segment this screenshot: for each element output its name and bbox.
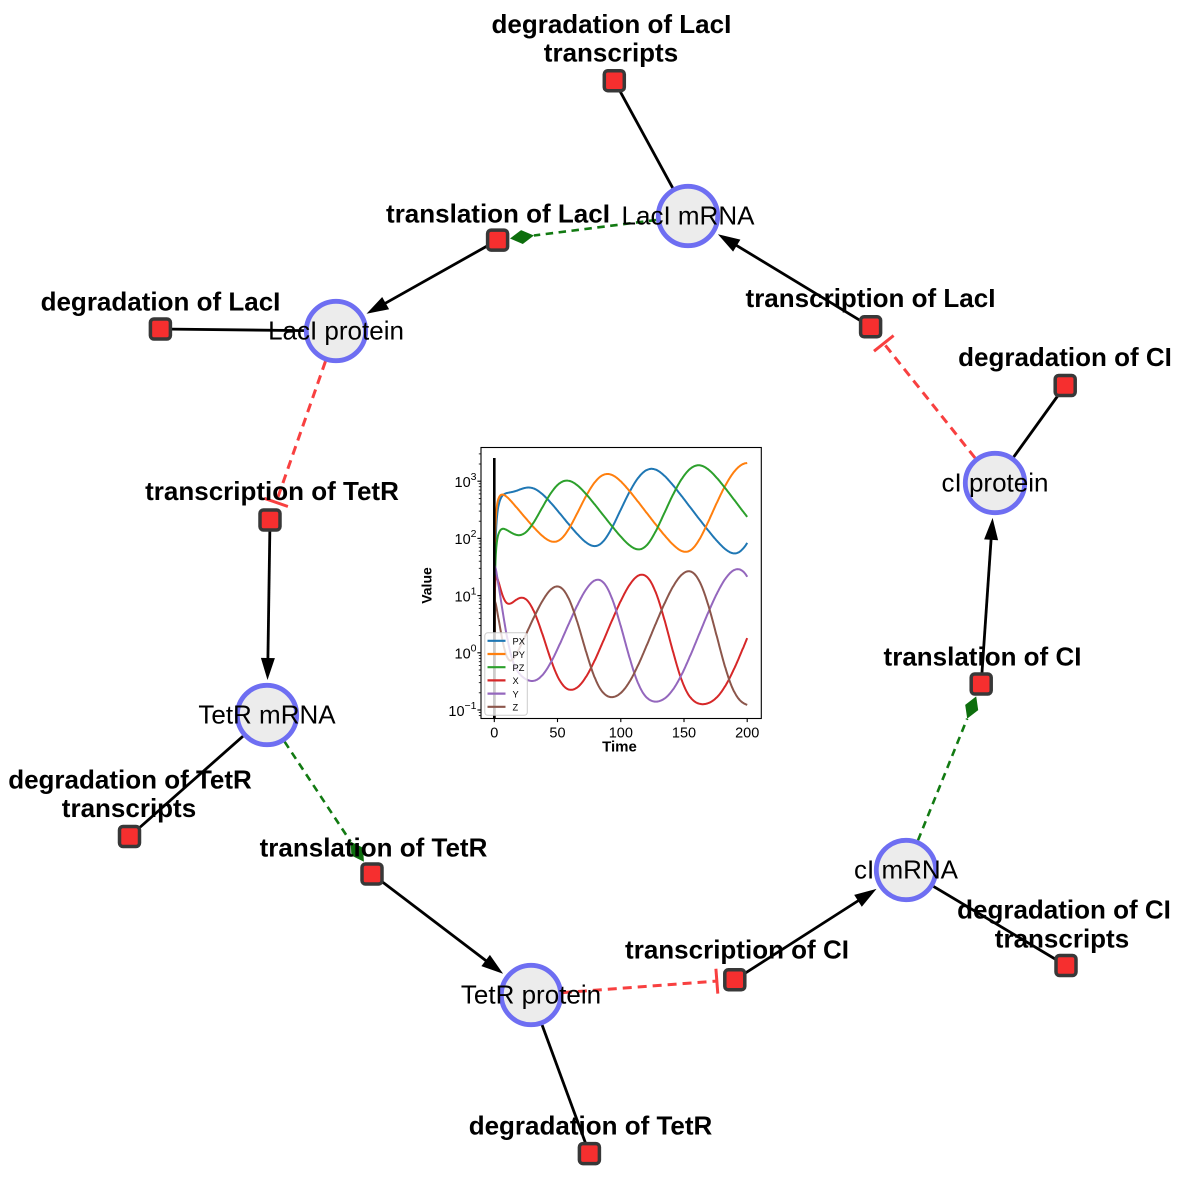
svg-text:degradation of CI: degradation of CI xyxy=(957,894,1171,924)
svg-text:degradation of TetR: degradation of TetR xyxy=(469,1111,713,1141)
svg-text:PY: PY xyxy=(513,650,525,660)
svg-text:transcripts: transcripts xyxy=(995,924,1129,954)
svg-text:0: 0 xyxy=(490,726,498,742)
svg-text:transcription of LacI: transcription of LacI xyxy=(746,283,996,313)
svg-text:100: 100 xyxy=(455,643,477,663)
svg-text:LacI mRNA: LacI mRNA xyxy=(622,200,756,230)
svg-text:translation of TetR: translation of TetR xyxy=(260,833,488,863)
svg-text:101: 101 xyxy=(455,585,477,605)
svg-text:degradation of LacI: degradation of LacI xyxy=(41,286,281,316)
svg-text:TetR mRNA: TetR mRNA xyxy=(198,699,336,729)
svg-text:150: 150 xyxy=(672,726,696,742)
svg-text:Time: Time xyxy=(602,739,637,756)
svg-text:50: 50 xyxy=(549,726,565,742)
svg-text:translation of LacI: translation of LacI xyxy=(386,199,610,229)
svg-text:LacI protein: LacI protein xyxy=(268,315,404,345)
svg-text:Y: Y xyxy=(513,689,519,699)
svg-text:degradation of TetR: degradation of TetR xyxy=(8,764,252,794)
svg-text:X: X xyxy=(513,676,519,686)
svg-text:transcripts: transcripts xyxy=(544,37,678,67)
svg-text:102: 102 xyxy=(455,528,477,548)
svg-text:PZ: PZ xyxy=(513,663,525,673)
svg-text:cI mRNA: cI mRNA xyxy=(854,854,959,884)
svg-text:10−1: 10−1 xyxy=(448,700,476,720)
svg-text:cI protein: cI protein xyxy=(942,467,1049,497)
svg-text:degradation of LacI: degradation of LacI xyxy=(491,9,731,39)
svg-text:translation of CI: translation of CI xyxy=(884,642,1082,672)
svg-text:100: 100 xyxy=(609,726,633,742)
svg-text:Value: Value xyxy=(418,567,434,604)
svg-text:transcripts: transcripts xyxy=(62,793,196,823)
svg-text:degradation of CI: degradation of CI xyxy=(958,342,1172,372)
svg-text:PX: PX xyxy=(513,637,525,647)
svg-text:transcription of CI: transcription of CI xyxy=(625,934,849,964)
svg-text:TetR protein: TetR protein xyxy=(461,979,601,1009)
svg-text:200: 200 xyxy=(735,726,759,742)
svg-text:transcription of TetR: transcription of TetR xyxy=(145,476,399,506)
svg-text:Z: Z xyxy=(513,703,519,713)
svg-text:103: 103 xyxy=(455,471,477,491)
